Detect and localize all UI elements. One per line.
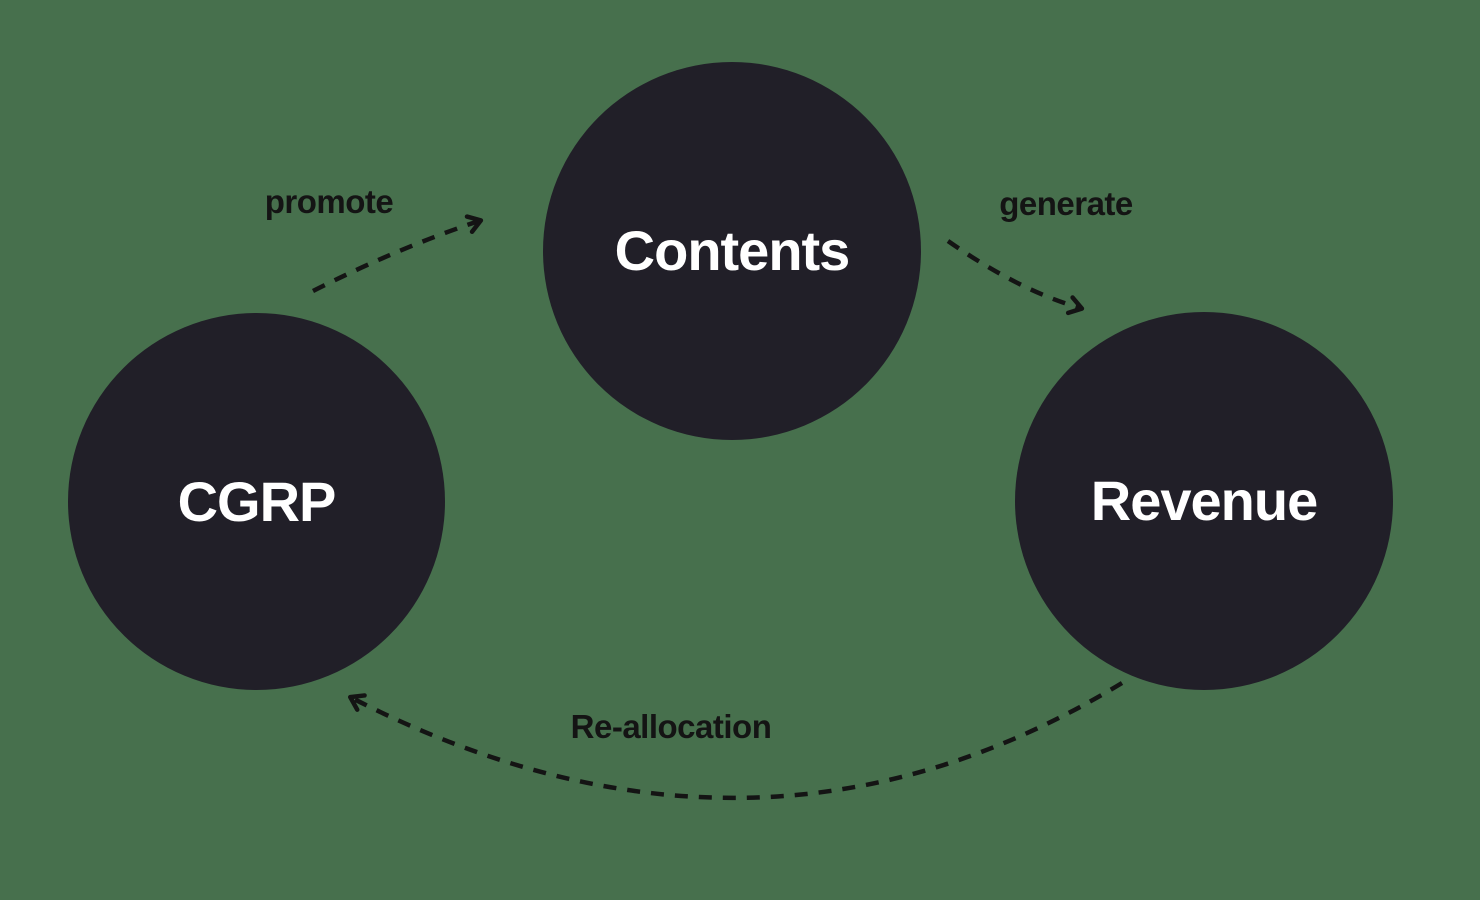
edge-generate-label: generate: [999, 185, 1133, 222]
node-revenue: Revenue: [1015, 312, 1393, 690]
node-contents-label: Contents: [614, 219, 851, 282]
node-revenue-label: Revenue: [1090, 469, 1318, 532]
node-cgrp: CGRP: [68, 313, 445, 690]
node-cgrp-label: CGRP: [177, 469, 337, 533]
edge-reallocation-label: Re-allocation: [570, 708, 772, 745]
node-contents: Contents: [543, 62, 921, 440]
edge-reallocation-arrow: [347, 681, 1124, 801]
edge-promote-label: promote: [264, 183, 394, 220]
edge-promote-arrow: [311, 214, 484, 294]
edge-generate-arrow: [946, 239, 1085, 316]
